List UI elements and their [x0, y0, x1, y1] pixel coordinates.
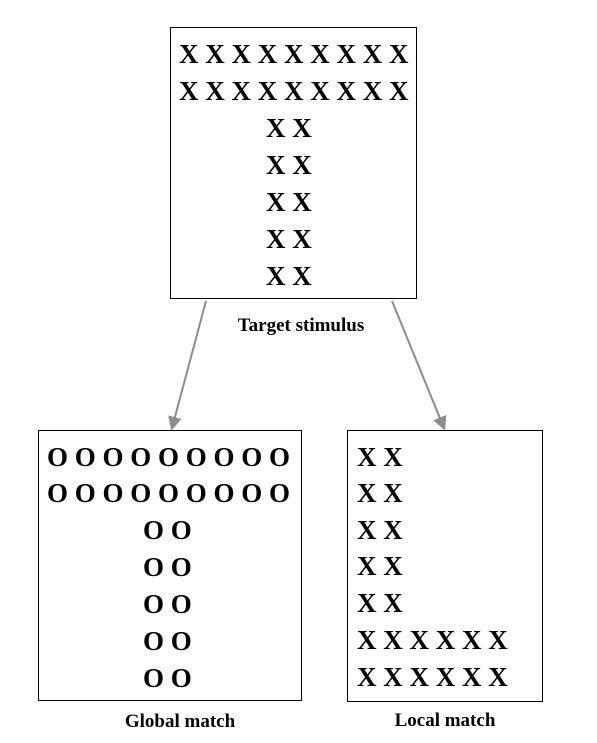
local-row-5: X X [357, 588, 403, 618]
global-row-4: O O [143, 552, 192, 582]
target-row-1: X X X X X X X X X [179, 39, 409, 69]
target-row-5: X X [266, 187, 312, 217]
arrow-to-global-match [168, 300, 207, 431]
global-row-1: O O O O O O O O O [47, 442, 291, 472]
target-row-3: X X [266, 113, 312, 143]
global-row-7: O O [143, 663, 192, 693]
global-match-box: O O O O O O O O O O O O O O O O O O O O … [38, 430, 302, 701]
global-row-3: O O [143, 515, 192, 545]
local-match-caption: Local match [394, 710, 496, 731]
local-row-3: X X [357, 515, 403, 545]
target-stimulus-box: X X X X X X X X X X X X X X X X X X X X … [170, 27, 417, 299]
target-stimulus-caption: Target stimulus [237, 315, 365, 336]
global-row-6: O O [143, 626, 192, 656]
target-row-4: X X [266, 150, 312, 180]
arrow-to-local-match [391, 300, 447, 431]
global-row-5: O O [143, 589, 192, 619]
local-row-1: X X [357, 442, 403, 472]
target-row-2: X X X X X X X X X [179, 76, 409, 106]
local-row-7: X X X X X X [357, 662, 508, 692]
target-row-6: X X [266, 224, 312, 254]
local-row-4: X X [357, 551, 403, 581]
local-row-2: X X [357, 478, 403, 508]
global-row-2: O O O O O O O O O [47, 478, 291, 508]
local-match-box: X X X X X X X X X X X X X X X X X X X X … [347, 430, 543, 702]
target-row-7: X X [266, 261, 312, 291]
local-row-6: X X X X X X [357, 625, 508, 655]
global-match-caption: Global match [124, 711, 236, 732]
